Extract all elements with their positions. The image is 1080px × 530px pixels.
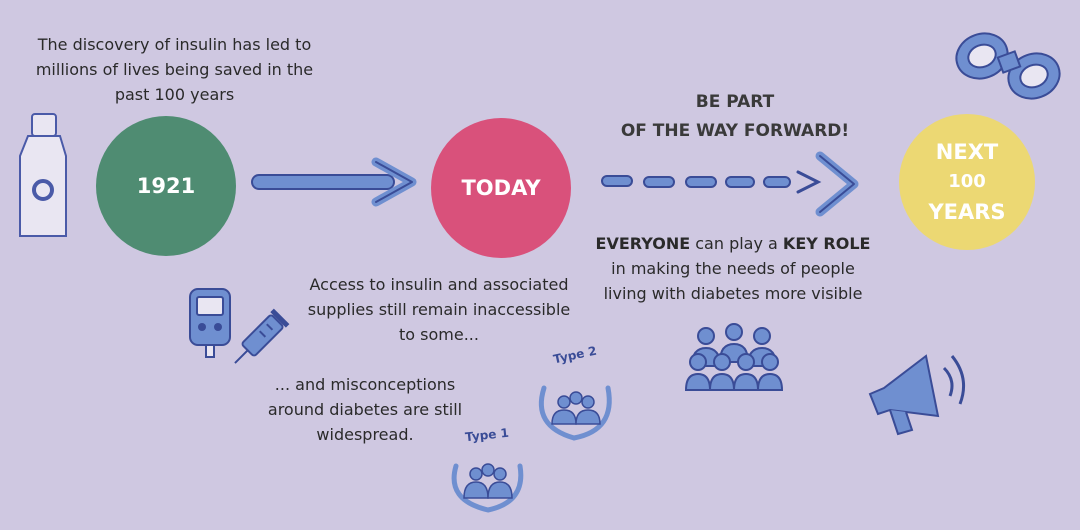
everyone-mid: can play a [690, 234, 783, 253]
access-text: Access to insulin and associated supplie… [307, 275, 571, 344]
megaphone-icon [868, 354, 966, 436]
type2-badge-icon [538, 385, 612, 441]
arrow-dashed-icon [601, 151, 859, 217]
intro-text: The discovery of insulin has led to mill… [35, 35, 314, 104]
milestone-1921-label: 1921 [136, 174, 196, 198]
milestone-next-line3: YEARS [928, 200, 1006, 224]
insulin-vial-icon [19, 113, 67, 237]
community-group-icon [684, 323, 784, 391]
misconceptions-text: ... and misconceptions around diabetes a… [267, 375, 463, 444]
everyone-text: EVERYONE can play a KEY ROLE in making t… [568, 231, 898, 306]
milestone-today: TODAY [431, 118, 571, 258]
milestone-next-line2: 100 [948, 171, 986, 192]
milestone-next-line1: NEXT [935, 140, 999, 164]
syringe-icon [234, 308, 290, 364]
everyone-rest: in making the needs of people living wit… [603, 259, 863, 303]
everyone-bold: EVERYONE [595, 234, 691, 253]
type1-badge-icon [451, 463, 524, 513]
call-to-action: BE PART OF THE WAY FORWARD! [590, 88, 880, 146]
arrow-solid-icon [251, 157, 417, 207]
key-role-bold: KEY ROLE [782, 234, 871, 253]
glucose-meter-icon [189, 288, 231, 358]
binoculars-icon [955, 32, 1061, 100]
milestone-today-label: TODAY [461, 176, 541, 200]
milestone-next-100-years: NEXT 100 YEARS [899, 114, 1035, 250]
call-to-action-line2: OF THE WAY FORWARD! [620, 121, 850, 141]
call-to-action-line1: BE PART [695, 92, 775, 112]
milestone-1921: 1921 [96, 116, 236, 256]
